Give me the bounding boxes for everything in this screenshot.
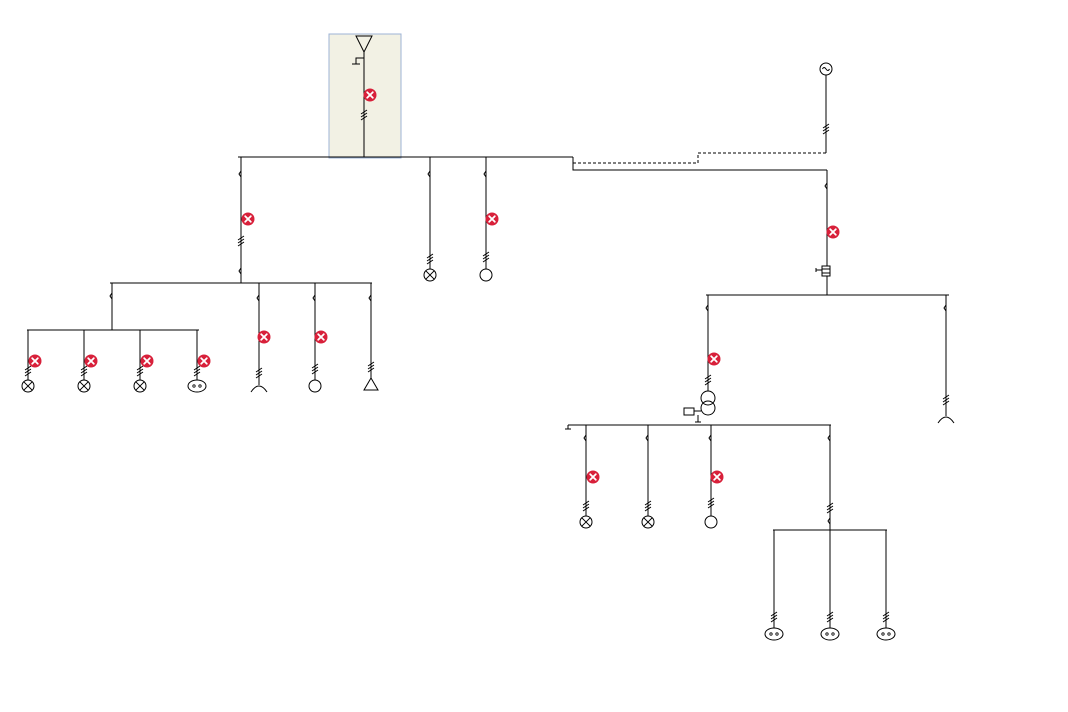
load-lamp-e[interactable]	[641, 425, 655, 529]
socket-icon	[820, 627, 840, 641]
terminal-icon	[250, 385, 268, 393]
load-lamp-b[interactable]	[77, 330, 99, 393]
lamp-icon	[133, 379, 147, 393]
load-socket-b[interactable]	[764, 530, 784, 641]
feeder-to-bottom-bus[interactable]	[826, 425, 834, 530]
load-lamp-d[interactable]	[579, 425, 601, 529]
lamp-icon	[21, 379, 35, 393]
error-marker[interactable]	[196, 353, 212, 369]
feeder-motor-1[interactable]	[479, 157, 500, 282]
delta-load-icon	[363, 377, 379, 391]
lamp-icon	[423, 268, 437, 282]
load-terminal-a[interactable]	[250, 283, 272, 393]
generator-feeder[interactable]	[819, 62, 833, 153]
load-socket-c[interactable]	[820, 530, 840, 641]
error-marker[interactable]	[706, 351, 722, 367]
lamp-icon	[579, 515, 593, 529]
load-delta-a[interactable]	[363, 283, 379, 391]
socket-icon	[187, 379, 207, 393]
transformer-icon	[700, 390, 716, 416]
fuse-icon	[821, 265, 831, 277]
motor-icon	[704, 515, 718, 529]
error-marker[interactable]	[83, 353, 99, 369]
antenna-feeder[interactable]	[352, 35, 378, 157]
feeder-to-subbus[interactable]	[237, 157, 256, 283]
terminal-icon	[937, 416, 955, 424]
load-motor-a[interactable]	[308, 283, 329, 393]
lamp-icon	[641, 515, 655, 529]
bus-tie-dashed-line	[573, 152, 827, 164]
load-lamp-c[interactable]	[133, 330, 155, 393]
feeder-to-right-bus[interactable]	[815, 170, 841, 295]
socket-icon	[764, 627, 784, 641]
load-motor-b[interactable]	[704, 425, 725, 529]
meter-icon	[683, 407, 695, 416]
socket-icon	[876, 627, 896, 641]
antenna-icon	[355, 35, 373, 54]
error-marker[interactable]	[825, 224, 841, 240]
error-marker[interactable]	[139, 353, 155, 369]
lamp-icon	[77, 379, 91, 393]
error-marker[interactable]	[709, 469, 725, 485]
error-marker[interactable]	[256, 329, 272, 345]
error-marker[interactable]	[313, 329, 329, 345]
motor-icon	[479, 268, 493, 282]
load-lamp-a[interactable]	[21, 330, 43, 393]
error-marker[interactable]	[27, 353, 43, 369]
error-marker[interactable]	[362, 87, 378, 103]
load-socket-d[interactable]	[876, 530, 896, 641]
motor-icon	[308, 379, 322, 393]
error-marker[interactable]	[240, 211, 256, 227]
error-marker[interactable]	[585, 469, 601, 485]
bus-tie-line[interactable]	[572, 157, 827, 171]
load-terminal-b[interactable]	[937, 295, 955, 424]
ground-icon	[352, 57, 364, 65]
transformer-feeder[interactable]	[683, 295, 722, 423]
error-marker[interactable]	[484, 211, 500, 227]
feeder-lamp-1[interactable]	[423, 157, 437, 282]
load-socket-a[interactable]	[187, 330, 212, 393]
